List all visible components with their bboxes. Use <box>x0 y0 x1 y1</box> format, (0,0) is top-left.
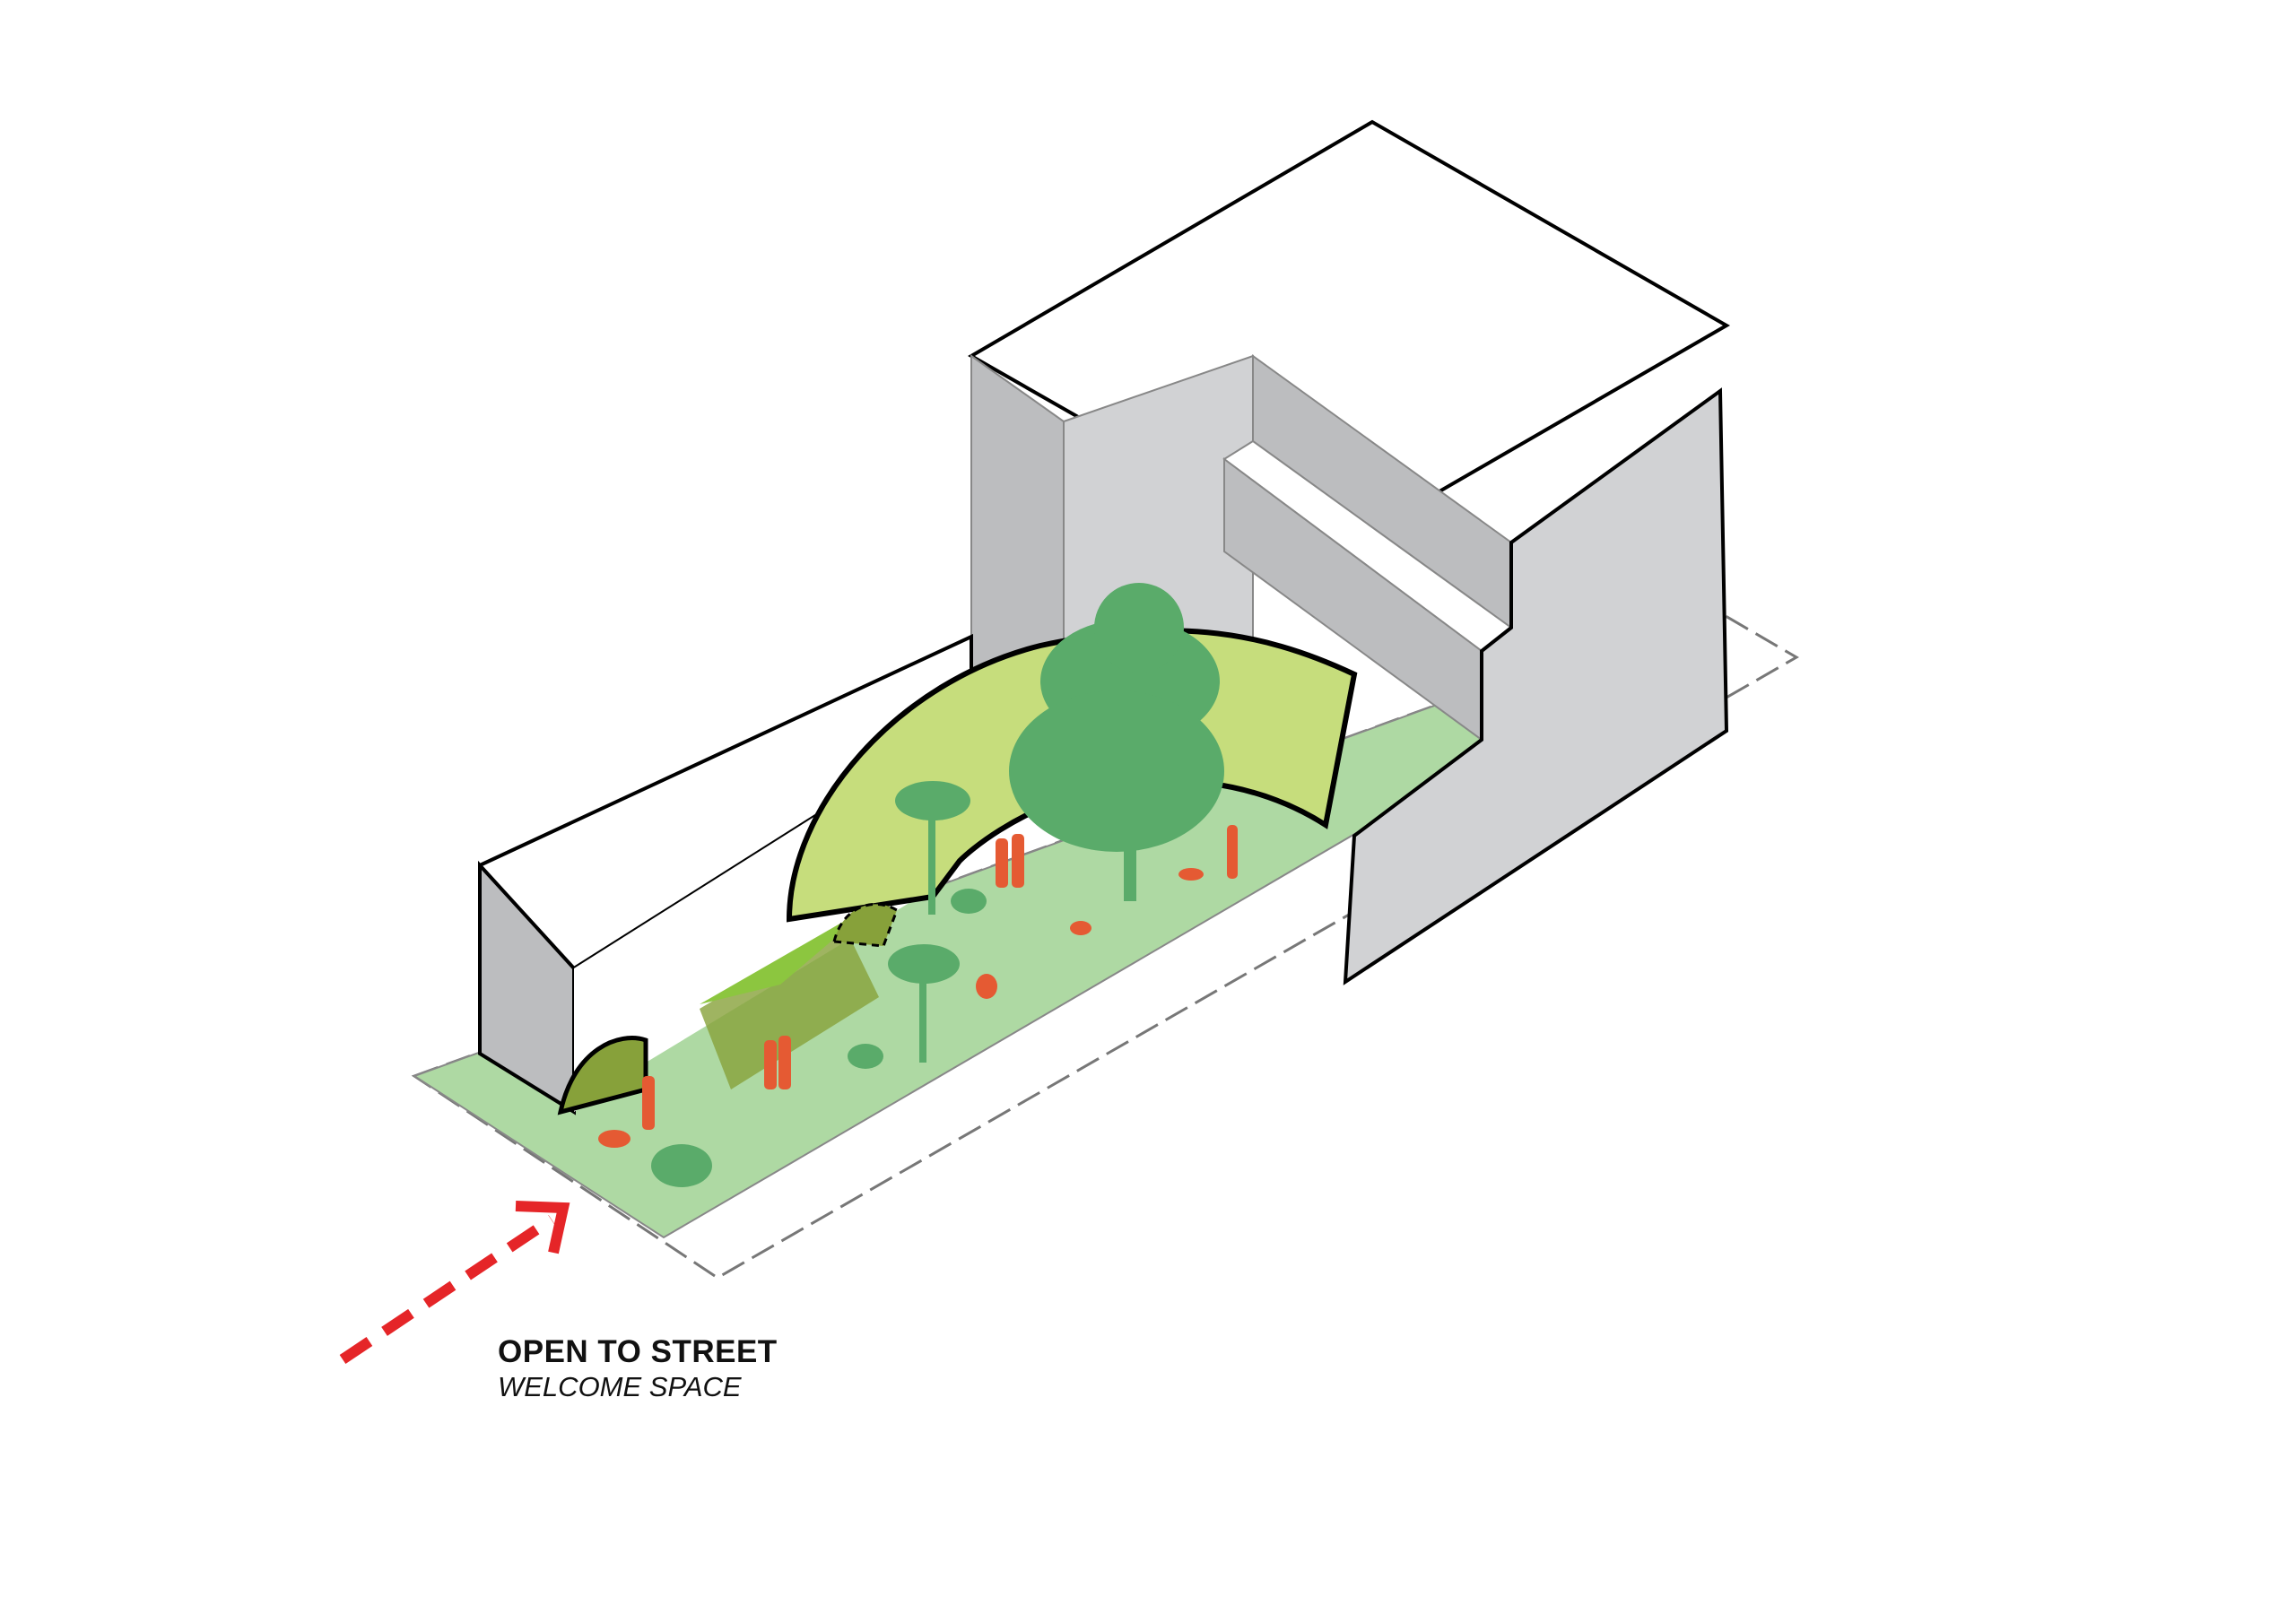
large-tree <box>1009 583 1224 901</box>
caption-subtitle: WELCOME SPACE <box>498 1371 742 1402</box>
entry-arrow-icon <box>339 1201 570 1364</box>
caption-title: OPEN TO STREET <box>498 1334 778 1369</box>
people-figures <box>598 825 1238 1148</box>
rear-building <box>968 119 1731 985</box>
shrub <box>651 889 987 1187</box>
palm-tree <box>888 781 970 1063</box>
archway <box>557 902 899 1115</box>
caption: OPEN TO STREET WELCOME SPACE <box>498 1334 778 1404</box>
